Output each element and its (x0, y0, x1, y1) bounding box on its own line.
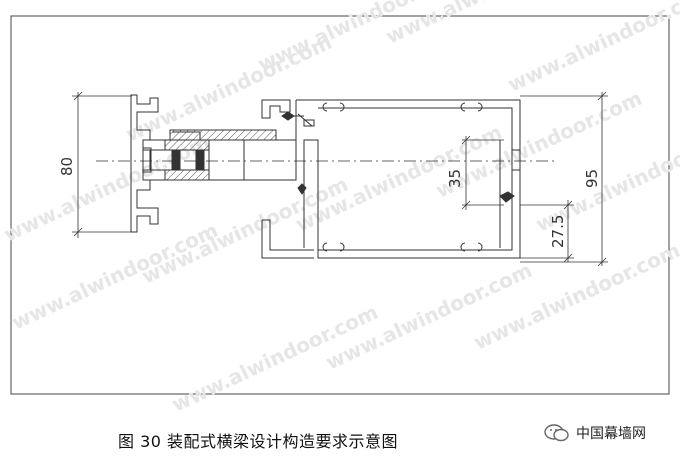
gaskets (281, 111, 515, 203)
wechat-icon (544, 424, 569, 442)
watermark: www.alwindoor.com (382, 0, 596, 49)
watermark: www.alwindoor.com (8, 218, 222, 335)
dim-label-27-5: 27.5 (549, 215, 567, 248)
watermark: www.alwindoor.com (470, 238, 680, 355)
connector-block (169, 129, 297, 181)
watermark: www.alwindoor.com (138, 172, 352, 289)
brand-name: 中国幕墙网 (576, 426, 646, 442)
watermark-layer: www.alwindoor.com www.alwindoor.com www.… (0, 0, 680, 417)
dim-label-95: 95 (583, 169, 601, 188)
dim-label-35: 35 (446, 169, 464, 188)
drawing-border (10, 15, 670, 395)
right-profile (261, 99, 521, 259)
brand-badge: 中国幕墙网 (544, 422, 646, 444)
dimension-lines (72, 91, 608, 267)
dim-label-80: 80 (58, 157, 76, 176)
watermark: www.alwindoor.com (504, 0, 680, 97)
figure-caption: 图 30 装配式横梁设计构造要求示意图 (118, 432, 399, 451)
